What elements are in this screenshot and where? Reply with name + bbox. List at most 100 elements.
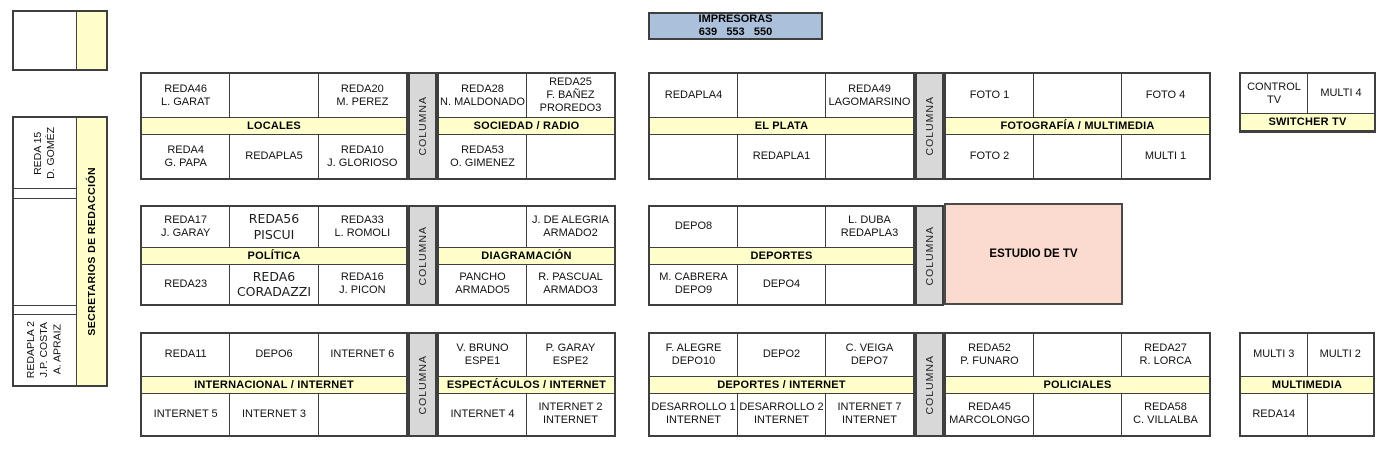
desk-row: REDA46 L. GARAT REDA20 M. PEREZ	[142, 74, 406, 117]
empty-desk-cell	[1306, 393, 1374, 435]
column-strip: COLUMNA	[408, 205, 437, 306]
tv-studio: ESTUDIO DE TV	[944, 203, 1123, 305]
secretaries-area: REDA 15 D. GOMÉZ REDAPLA 2 J.P. COSTA A.…	[12, 116, 108, 387]
column-strip: COLUMNA	[408, 332, 437, 437]
desk-cell: INTERNET 5	[153, 407, 218, 420]
empty-desk-cell	[229, 74, 317, 117]
section-band: SOCIEDAD / RADIO	[439, 117, 614, 135]
desk-row: REDA45 MARCOLONGO REDA58 C. VILLALBA	[946, 393, 1209, 435]
empty-desk-cell	[439, 207, 526, 247]
desk-redapla2-label: REDAPLA 2 J.P. COSTA A. APRAIZ	[25, 321, 64, 379]
empty-desk-cell	[526, 135, 614, 178]
empty-desk-cell	[1033, 334, 1121, 376]
desk-cell: REDA10 J. GLORIOSO	[317, 135, 406, 178]
desk-row: REDAPLA1	[650, 135, 913, 178]
empty-desk-cell	[1033, 393, 1121, 435]
divider-cell	[14, 189, 76, 199]
column-strip: COLUMNA	[408, 72, 437, 180]
desk-cell: DEPO6	[229, 334, 317, 376]
desk-row: FOTO 2 MULTI 1	[946, 135, 1209, 178]
desk-cell: MULTI 4	[1307, 74, 1374, 113]
section-band: POLICIALES	[946, 375, 1209, 394]
desk-cell: REDA56 PISCUI	[229, 207, 317, 247]
desk-cell: REDAPLA5	[229, 135, 317, 178]
desk-cell: REDA4 G. PAPA	[164, 143, 207, 169]
section-band: POLÍTICA	[142, 246, 406, 265]
column-strip-label: COLUMNA	[923, 354, 936, 415]
desk-cell: MULTI 1	[1121, 135, 1209, 178]
column-strip-label: COLUMNA	[923, 96, 936, 156]
empty-desk-cell	[737, 74, 825, 117]
desk-reda15-label: REDA 15 D. GOMÉZ	[31, 127, 57, 179]
empty-desk-cell	[14, 199, 76, 306]
desk-cell: REDA20 M. PEREZ	[317, 74, 406, 117]
divider-cell	[14, 306, 76, 315]
empty-desk-cell	[737, 207, 825, 247]
desk-cell: F. ALEGRE DEPO10	[665, 341, 722, 367]
secretaries-desk-column: REDA 15 D. GOMÉZ REDAPLA 2 J.P. COSTA A.…	[14, 118, 76, 385]
printers-numbers: 639 553 550	[698, 26, 773, 38]
desk-cell: REDA6 CORADAZZI	[229, 264, 317, 304]
empty-desk-cell	[1033, 74, 1121, 117]
printers-box: IMPRESORAS 639 553 550	[648, 12, 823, 40]
desk-cell: REDA23	[164, 277, 208, 290]
empty-desk-cell	[825, 264, 913, 304]
empty-desk-cell	[317, 393, 406, 435]
desk-redapla2: REDAPLA 2 J.P. COSTA A. APRAIZ	[14, 315, 76, 385]
desk-cell: REDA58 C. VILLALBA	[1121, 393, 1209, 435]
desk-cell: L. DUBA REDAPLA3	[825, 207, 913, 247]
desk-cell: R. PASCUAL ARMADO3	[526, 264, 614, 304]
desk-reda15: REDA 15 D. GOMÉZ	[14, 118, 76, 189]
desk-cell: DEPO4	[737, 264, 825, 304]
desk-cell: REDA53 O. GIMENEZ	[450, 143, 515, 169]
desk-row: REDA14	[1241, 393, 1374, 435]
column-strip-label: COLUMNA	[416, 354, 429, 415]
secretaries-band: SECRETARIOS DE REDACCIÓN	[76, 118, 106, 385]
corner-box-yellow-cell	[76, 12, 106, 69]
desk-cell: DEPO8	[674, 220, 713, 233]
desk-cell: INTERNET 3	[229, 393, 317, 435]
section-band: MULTIMEDIA	[1241, 375, 1373, 394]
desk-cell: REDA17 J. GARAY	[161, 213, 211, 239]
desk-cell: REDA33 L. ROMOLI	[317, 207, 406, 247]
desk-cell: DESARROLLO 1 INTERNET	[651, 401, 736, 427]
desk-cell: V. BRUNO ESPE1	[456, 341, 509, 367]
section-band: FOTOGRAFÍA / MULTIMEDIA	[946, 117, 1209, 135]
desk-cell: DESARROLLO 2 INTERNET	[737, 393, 825, 435]
corner-box	[12, 10, 108, 71]
column-strip-label: COLUMNA	[923, 225, 936, 286]
desk-row: J. DE ALEGRIA ARMADO2	[439, 207, 614, 247]
desk-cell: REDA11	[164, 348, 207, 361]
desk-cell: REDA45 MARCOLONGO	[949, 401, 1030, 427]
desk-cell: REDAPLA1	[737, 135, 825, 178]
desk-cell: DEPO2	[737, 334, 825, 376]
desk-cell: REDA27 R. LORCA	[1121, 334, 1209, 376]
section-band: EL PLATA	[650, 117, 913, 135]
section-band: ESPECTÁCULOS / INTERNET	[439, 375, 614, 394]
printers-title: IMPRESORAS	[698, 13, 773, 26]
desk-cell: REDA46 L. GARAT	[161, 82, 211, 108]
section-band: LOCALES	[142, 117, 406, 135]
desk-cell: REDA16 J. PICON	[317, 264, 406, 304]
desk-cell: FOTO 2	[969, 150, 1010, 163]
section-band: DEPORTES / INTERNET	[650, 375, 913, 394]
column-strip: COLUMNA	[915, 205, 944, 306]
secretaries-band-label: SECRETARIOS DE REDACCIÓN	[85, 167, 98, 336]
section-band: DIAGRAMACIÓN	[439, 246, 614, 265]
